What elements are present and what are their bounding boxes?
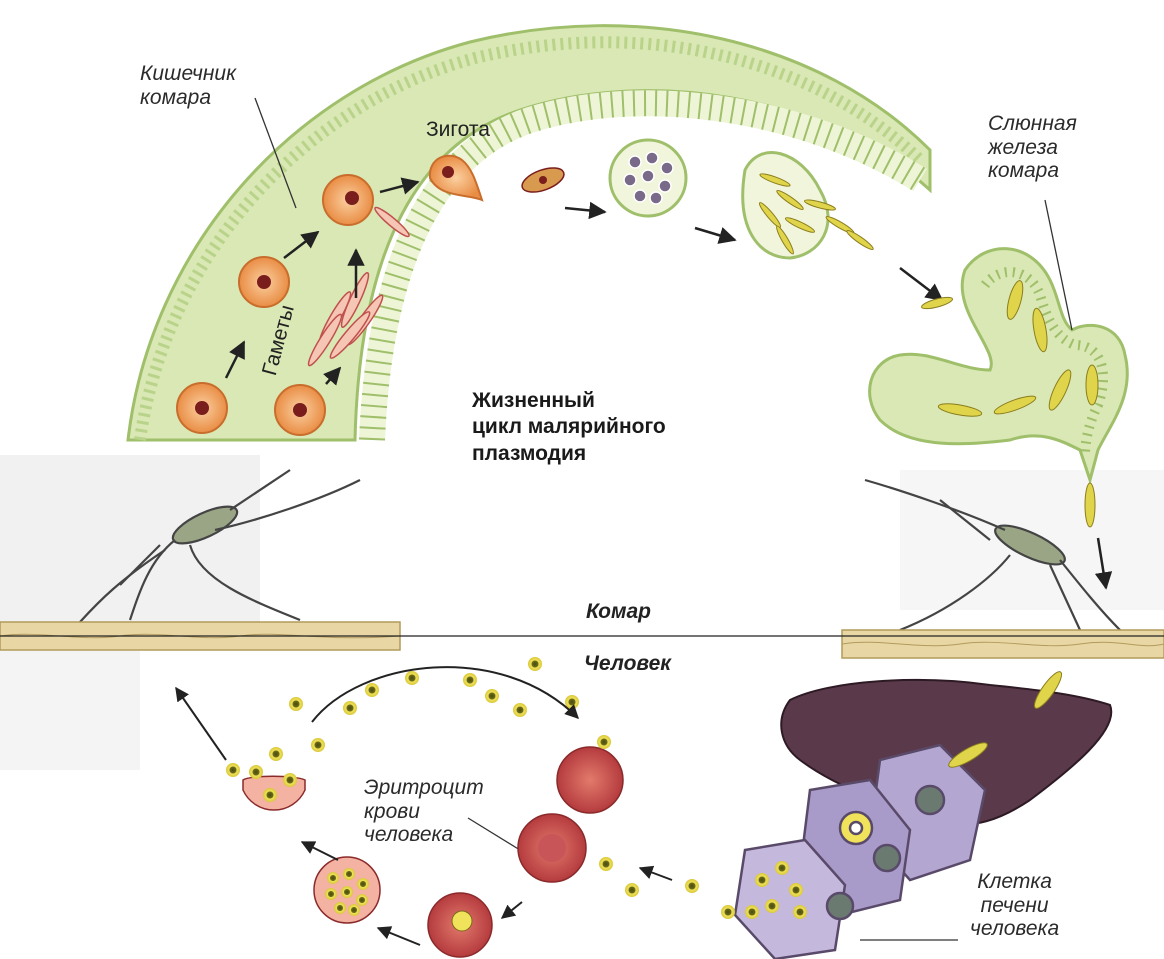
liver-cell-label-line2: печени [970,894,1059,918]
erythrocyte-label-line2: крови [364,800,484,824]
mosquito-gut-arch [128,26,930,440]
salivary-gland-label: Слюнная железа комара [988,112,1077,183]
erythrocyte-label-line3: человека [364,823,484,847]
liver-cell-label: Клетка печени человека [970,870,1059,941]
diagram-title: Жизненный цикл малярийного плазмодия [472,388,666,467]
macrogamete [239,257,289,307]
mosquito-host-label: Комар [586,600,651,624]
salivary-gland-label-line3: комара [988,159,1077,183]
title-line1: Жизненный [472,388,666,414]
erythrocyte-label-line1: Эритроцит [364,776,484,800]
gametocyte [275,385,325,435]
salivary-gland-label-line2: железа [988,136,1077,160]
mosquito-gut-label-line2: комара [140,86,236,110]
mosquito-gut-label-line1: Кишечник [140,62,236,86]
liver-cell-label-line3: человека [970,917,1059,941]
gametocyte [177,383,227,433]
salivary-gland-label-line1: Слюнная [988,112,1077,136]
human-skin [0,622,1164,658]
zygote-label: Зигота [426,118,490,142]
human-host-label: Человек [584,652,671,676]
title-line2: цикл малярийного [472,414,666,440]
title-line3: плазмодия [472,441,666,467]
erythrocyte-label: Эритроцит крови человека [364,776,484,847]
red-blood-cell [557,747,623,813]
liver-cell-label-line1: Клетка [970,870,1059,894]
mosquito-gut-label: Кишечник комара [140,62,236,109]
